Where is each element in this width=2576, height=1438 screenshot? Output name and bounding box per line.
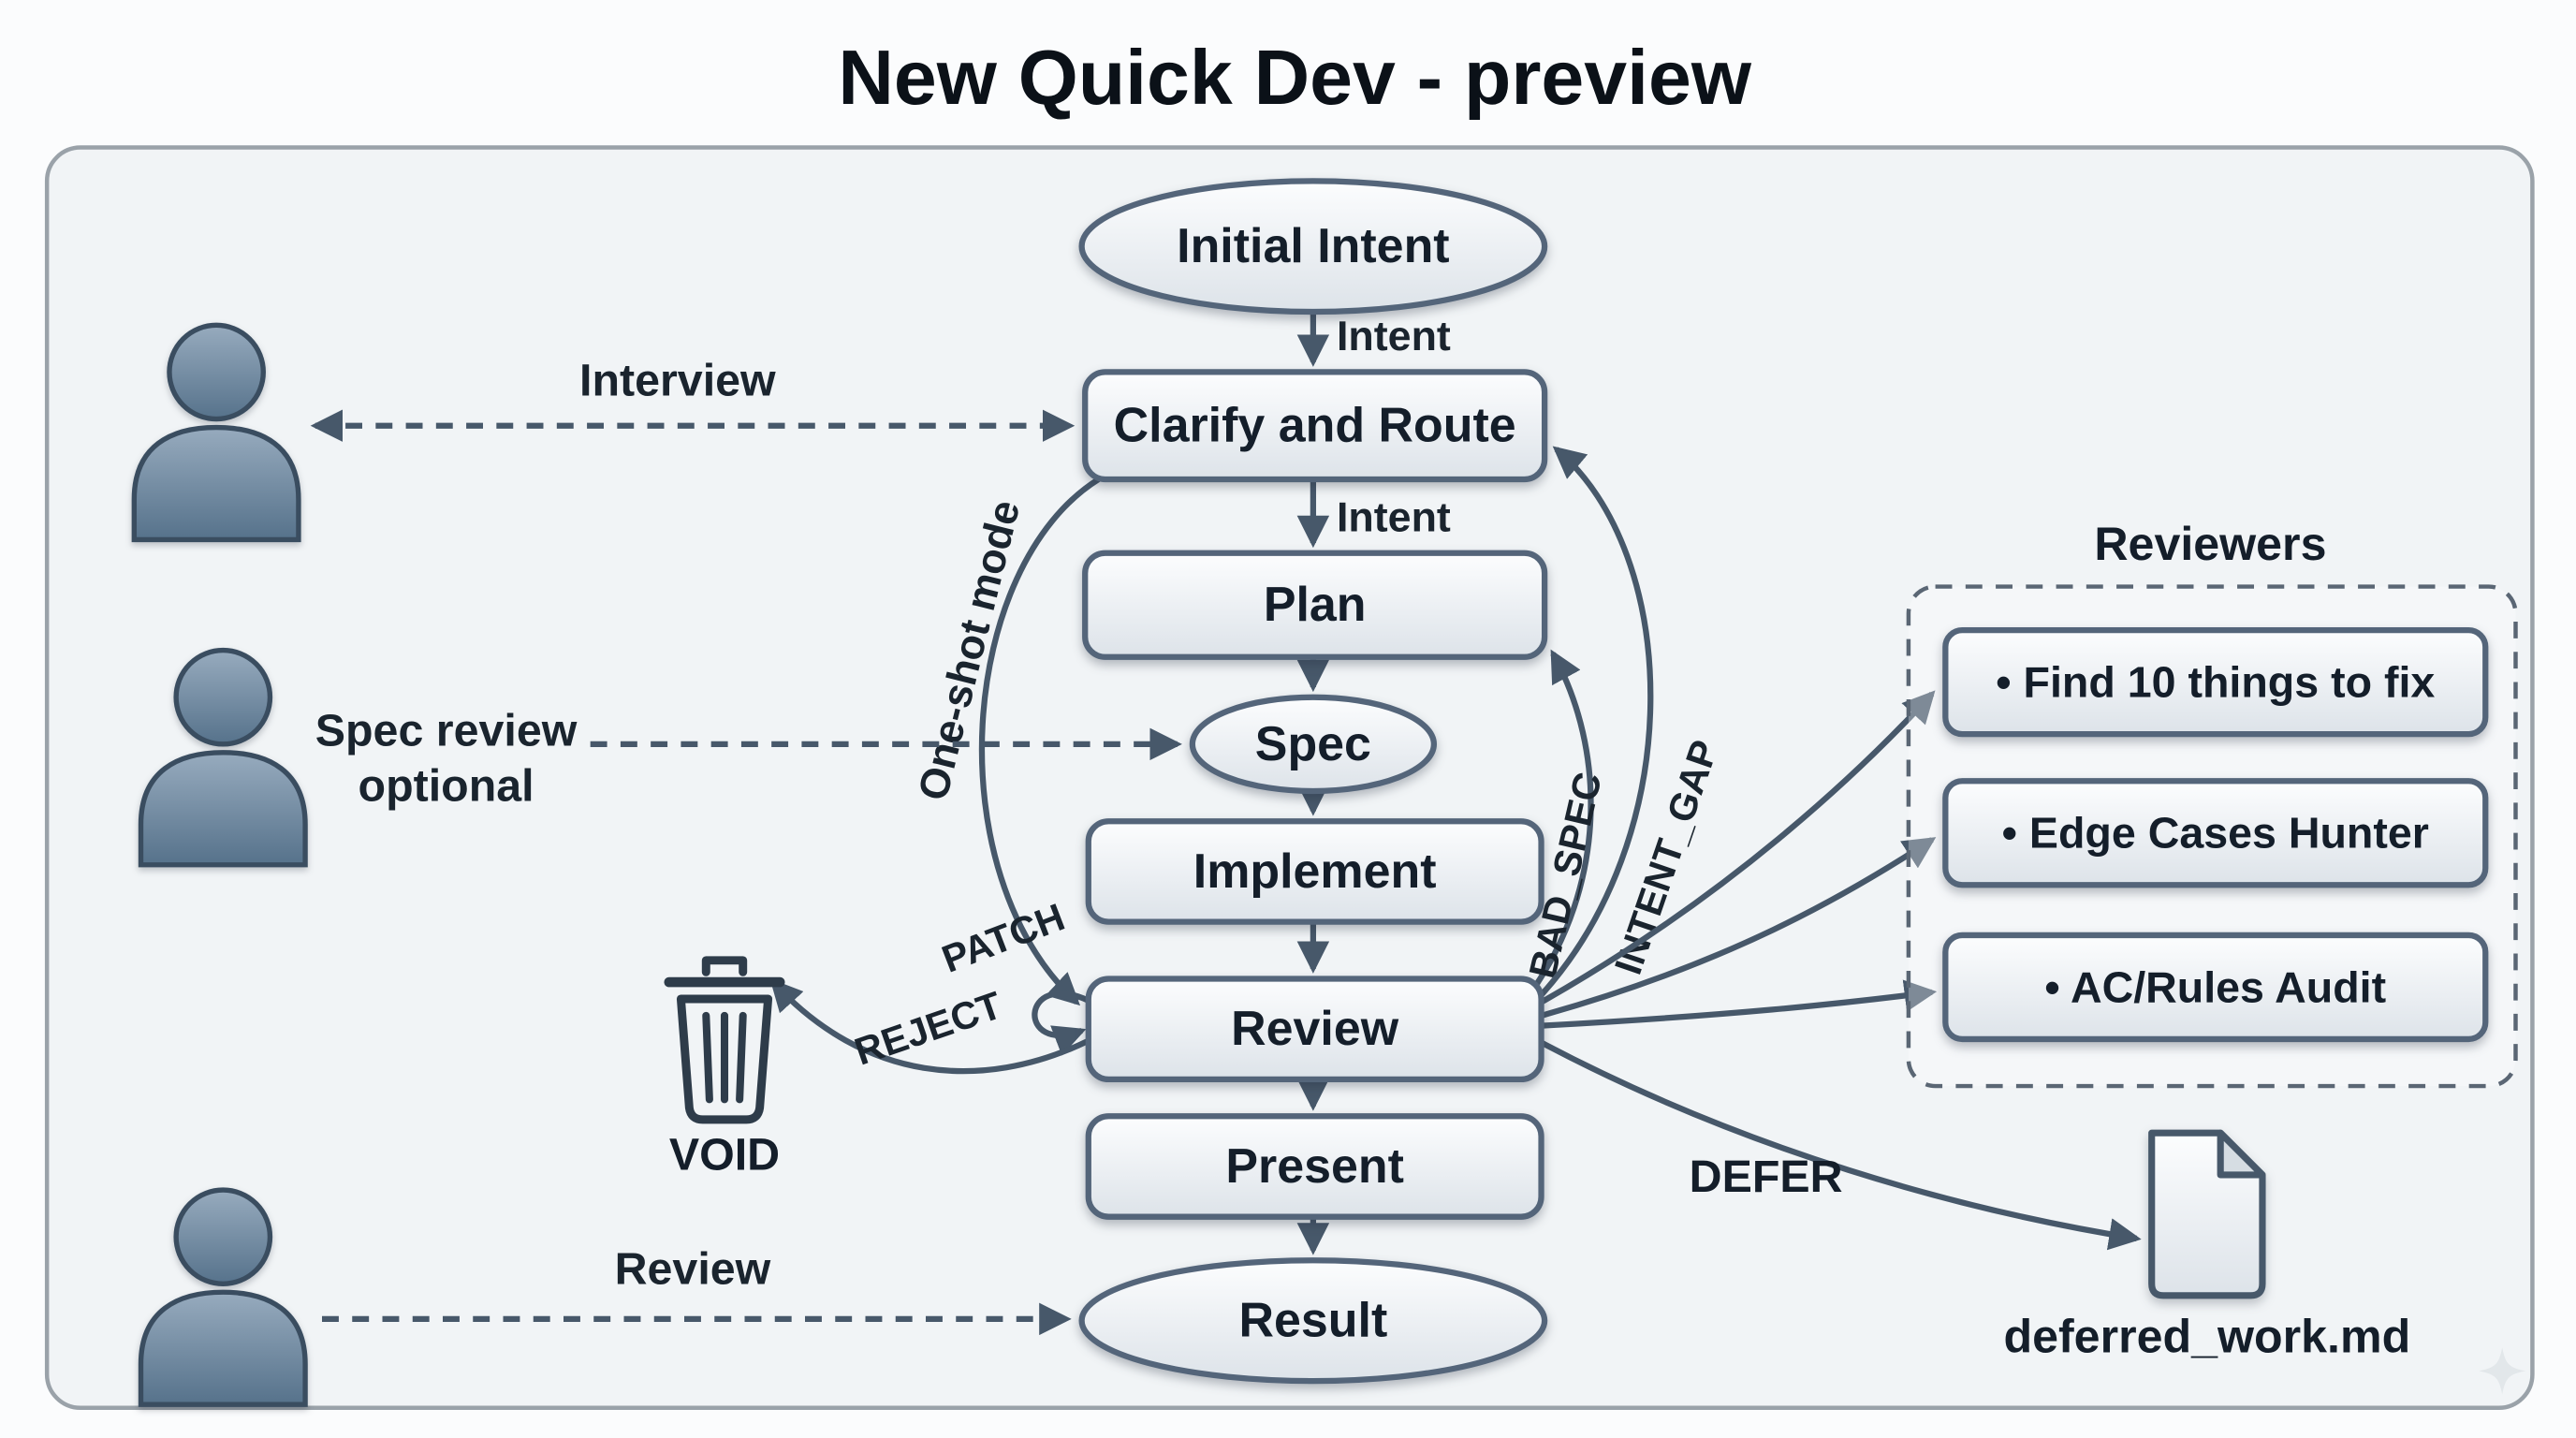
node-plan	[1082, 550, 1548, 660]
node-review-label: Review	[1231, 1002, 1399, 1056]
reviewer-box-find-10-things	[1942, 626, 2489, 738]
person-head	[167, 322, 266, 422]
node-result-label: Result	[1238, 1294, 1387, 1348]
node-spec	[1189, 694, 1438, 795]
person-final-reviewer-icon	[138, 1187, 308, 1407]
person-head	[173, 1187, 273, 1286]
node-clarify-label: Clarify and Route	[1114, 399, 1516, 453]
node-result	[1078, 1257, 1548, 1385]
node-clarify-and-route	[1082, 369, 1548, 483]
trash-slats	[702, 1011, 747, 1104]
trash-handle	[701, 956, 748, 976]
void-label: VOID	[669, 1130, 780, 1181]
person-spec-reviewer-icon	[138, 647, 308, 868]
reviewers-title: Reviewers	[2094, 518, 2326, 570]
arrow-review-to-reviewer-3	[1541, 979, 1938, 1029]
edge-label-spec-review-2: optional	[359, 761, 534, 812]
arrow-bad-spec	[1529, 649, 1594, 994]
reviewer-box-1-label: • Find 10 things to fix	[1996, 658, 2435, 707]
reviewer-box-3-label: • AC/Rules Audit	[2044, 962, 2386, 1011]
watermark-sparkle-icon	[2479, 1347, 2526, 1395]
edge-label-defer: DEFER	[1690, 1152, 1843, 1202]
node-initial-intent	[1078, 178, 1548, 315]
node-initial-intent-label: Initial Intent	[1177, 219, 1449, 273]
arrow-review-to-reviewer-1	[1539, 690, 1936, 1005]
edge-label-intent-mid: Intent	[1337, 494, 1451, 541]
arrow-reject-to-void	[769, 978, 1090, 1075]
reviewer-box-edge-cases-hunter	[1942, 778, 2489, 888]
person-interviewer-icon	[131, 322, 301, 543]
document-fold	[2217, 1129, 2266, 1179]
node-spec-label: Spec	[1255, 717, 1371, 771]
person-body	[138, 750, 308, 868]
node-implement	[1085, 818, 1544, 925]
node-review	[1085, 976, 1544, 1083]
arrow-one-shot-mode	[978, 477, 1101, 1006]
trash-icon	[664, 956, 785, 1124]
reviewer-box-2-label: • Edge Cases Hunter	[2002, 809, 2429, 858]
edge-label-intent-top: Intent	[1337, 313, 1451, 360]
reviewer-box-ac-rules-audit	[1942, 932, 2489, 1043]
arrow-intent-gap	[1532, 446, 1654, 1005]
node-plan-label: Plan	[1264, 578, 1367, 632]
person-body	[131, 424, 301, 543]
page-title: New Quick Dev - preview	[838, 35, 1751, 121]
edge-label-interview: Interview	[579, 356, 776, 406]
document-icon	[2148, 1129, 2266, 1299]
person-head	[173, 647, 273, 747]
arrow-defer-to-file	[1540, 1039, 2142, 1251]
edge-label-user-review: Review	[615, 1243, 771, 1294]
node-implement-label: Implement	[1193, 844, 1437, 899]
deferred-file-label: deferred_work.md	[2003, 1311, 2410, 1363]
node-present	[1085, 1113, 1544, 1220]
arrow-patch-loop	[1032, 990, 1090, 1056]
edge-label-spec-review-1: Spec review	[315, 706, 578, 756]
person-body	[138, 1289, 308, 1407]
arrow-review-to-reviewer-2	[1540, 837, 1937, 1019]
trash-body	[676, 994, 773, 1124]
node-present-label: Present	[1225, 1139, 1404, 1194]
